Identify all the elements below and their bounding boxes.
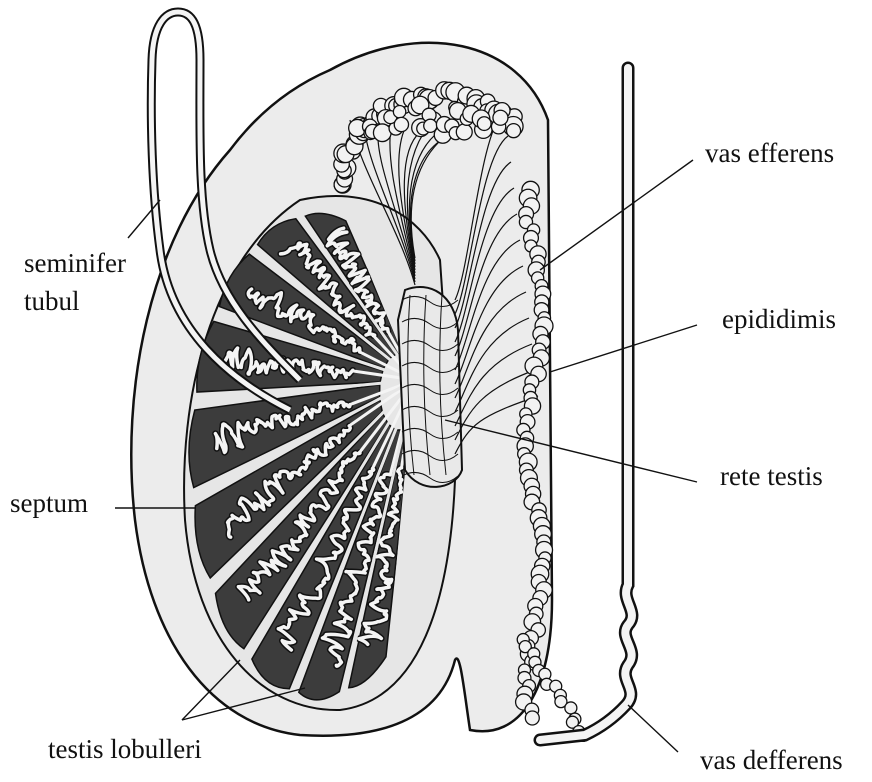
label-seminifer: seminifer xyxy=(24,248,126,278)
vas-deferens-tube-inner xyxy=(540,68,632,740)
epididymis-loop xyxy=(565,702,577,714)
epididymis-loop xyxy=(393,105,405,117)
label-tubul: tubul xyxy=(24,286,80,316)
epididymis-loop xyxy=(493,110,508,125)
vas-deferens-tube xyxy=(540,68,632,740)
epididymis-loop xyxy=(394,117,408,131)
label-testis-lobulleri: testis lobulleri xyxy=(48,734,202,764)
label-rete-testis: rete testis xyxy=(720,461,823,491)
label-vas-efferens: vas efferens xyxy=(705,138,834,168)
epididymis-loop xyxy=(525,711,539,725)
label-vas-defferens: vas defferens xyxy=(700,745,843,775)
epididymis-loop xyxy=(456,124,472,140)
rete-testis-network xyxy=(398,287,462,487)
label-epididimis: epididimis xyxy=(722,304,836,334)
leader-vas-efferens xyxy=(540,160,693,270)
epididymis-loop xyxy=(507,124,521,138)
epididymis-loop xyxy=(477,117,491,131)
label-septum: septum xyxy=(10,488,88,518)
epididymis-loop xyxy=(373,124,391,142)
leader-vas-defferens xyxy=(628,705,678,752)
